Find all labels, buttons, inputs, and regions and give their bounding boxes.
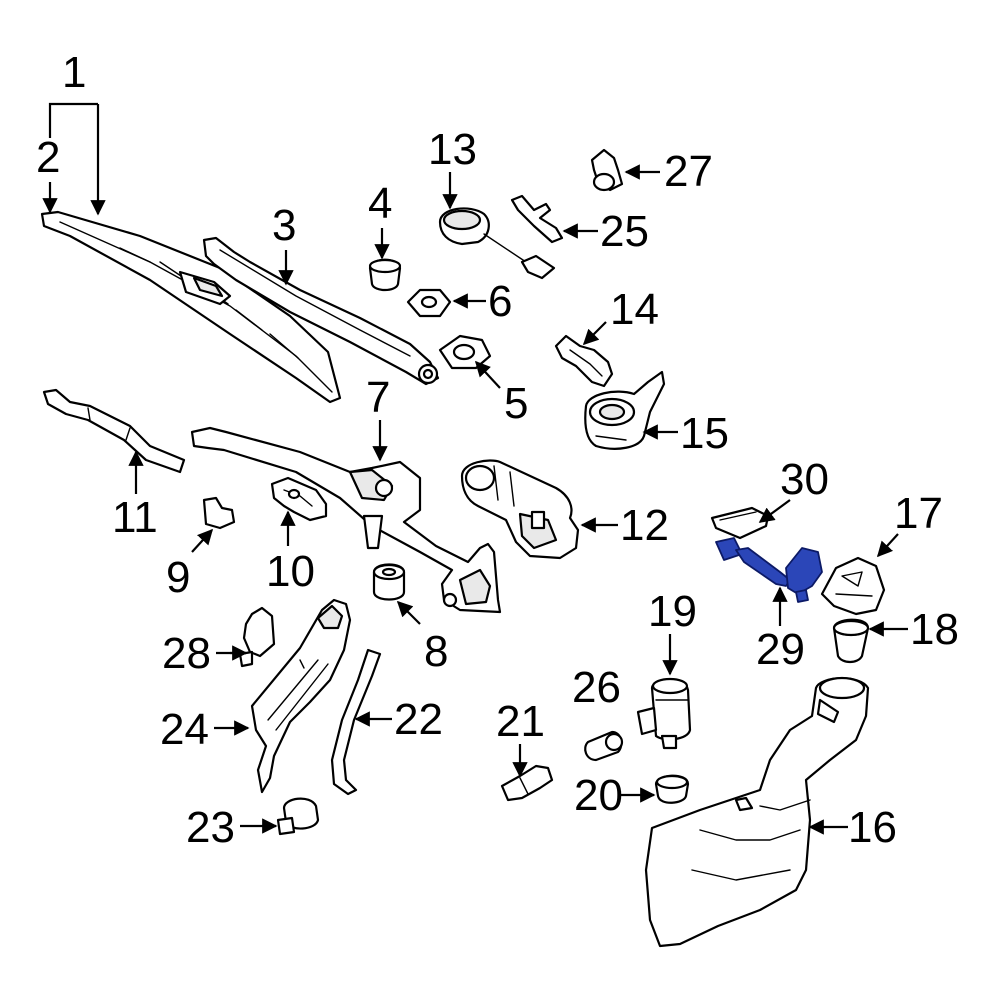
sensor-cover[interactable] bbox=[820, 556, 886, 616]
callout-7: 7 bbox=[366, 373, 390, 422]
clip[interactable] bbox=[202, 496, 236, 530]
callout-14: 14 bbox=[610, 285, 659, 334]
callout-11: 11 bbox=[112, 493, 158, 542]
pump-grommet[interactable] bbox=[584, 730, 624, 762]
bushing[interactable] bbox=[372, 563, 406, 601]
cover-plate[interactable] bbox=[710, 506, 770, 540]
wiper-motor[interactable] bbox=[460, 459, 580, 560]
grommet[interactable] bbox=[276, 797, 320, 836]
callout-26: 26 bbox=[572, 663, 621, 712]
callout-21: 21 bbox=[496, 697, 545, 746]
callout-10: 10 bbox=[266, 547, 315, 596]
pump-cap[interactable] bbox=[654, 774, 690, 804]
callout-4: 4 bbox=[368, 179, 392, 228]
callout-28: 28 bbox=[162, 629, 211, 678]
pivot-seal[interactable] bbox=[438, 334, 492, 370]
callout-24: 24 bbox=[160, 705, 209, 754]
wiring-harness-highlighted[interactable] bbox=[715, 537, 823, 603]
callout-25: 25 bbox=[600, 207, 649, 256]
callout-17: 17 bbox=[894, 489, 943, 538]
callout-27: 27 bbox=[664, 147, 713, 196]
sensor-bracket[interactable] bbox=[554, 334, 614, 388]
callout-19: 19 bbox=[648, 587, 697, 636]
hose-fitting[interactable] bbox=[590, 148, 624, 192]
callout-5: 5 bbox=[504, 379, 528, 428]
wiper-arm[interactable] bbox=[202, 236, 440, 386]
callout-12: 12 bbox=[620, 501, 669, 550]
callout-2: 2 bbox=[36, 133, 60, 182]
washer-reservoir[interactable] bbox=[644, 676, 870, 948]
washer-pump[interactable] bbox=[636, 677, 692, 750]
callout-13: 13 bbox=[428, 125, 477, 174]
callout-22: 22 bbox=[394, 695, 443, 744]
hinge-clip[interactable] bbox=[238, 606, 276, 668]
callout-18: 18 bbox=[910, 605, 959, 654]
washer-hose[interactable] bbox=[42, 388, 186, 474]
rain-sensor[interactable] bbox=[438, 207, 556, 280]
callout-23: 23 bbox=[186, 803, 235, 852]
callout-16: 16 bbox=[848, 803, 897, 852]
callout-15: 15 bbox=[680, 409, 729, 458]
callout-20: 20 bbox=[574, 771, 623, 820]
wiper-linkage[interactable] bbox=[190, 426, 502, 614]
callout-1: 1 bbox=[62, 48, 86, 97]
callout-29: 29 bbox=[756, 625, 805, 674]
callout-3: 3 bbox=[272, 201, 296, 250]
wiper-blade[interactable] bbox=[40, 210, 342, 404]
seal-strip[interactable] bbox=[330, 648, 382, 796]
harness-connector[interactable] bbox=[510, 194, 564, 244]
callout-labels: 1 2 3 4 5 6 7 8 9 10 11 12 13 14 15 16 1… bbox=[36, 48, 959, 852]
cowl-trim-panel[interactable] bbox=[250, 598, 352, 794]
hex-nut[interactable] bbox=[406, 288, 452, 318]
callout-6: 6 bbox=[488, 277, 512, 326]
pivot-cap[interactable] bbox=[368, 258, 402, 292]
callout-30: 30 bbox=[780, 455, 829, 504]
linkage-bracket[interactable] bbox=[270, 476, 328, 522]
callout-8: 8 bbox=[424, 627, 448, 676]
reservoir-cap[interactable] bbox=[832, 618, 870, 664]
leader-lines bbox=[42, 102, 908, 835]
washer-nozzle[interactable] bbox=[500, 764, 554, 802]
callout-9: 9 bbox=[166, 553, 190, 602]
